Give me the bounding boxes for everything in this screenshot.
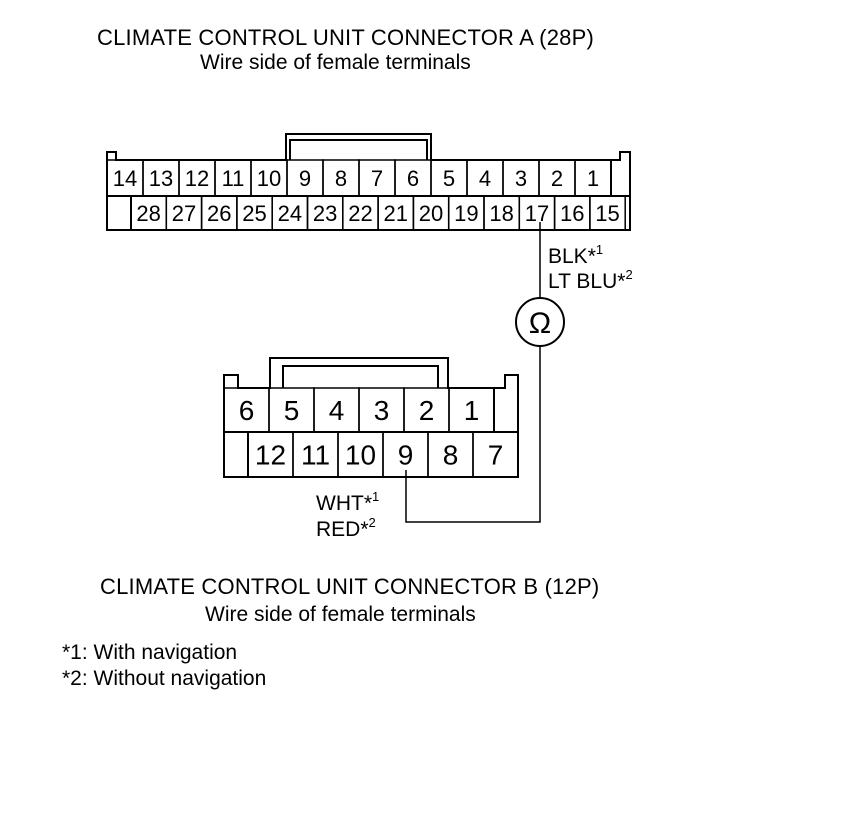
connector-b-bottom-pin-12: 12 <box>255 440 286 471</box>
probe-wires <box>405 230 541 523</box>
connector-a-bottom-pin-24: 24 <box>278 201 302 226</box>
connector-b-latch <box>282 365 439 388</box>
connector-a-bottom-pin-28: 28 <box>136 201 160 226</box>
connector-a-top-pin-5: 5 <box>443 166 455 191</box>
connector-a-bottom-pin-26: 26 <box>207 201 231 226</box>
connector-b-bottom-pin-7: 7 <box>488 440 504 471</box>
connector-a-bottom-pin-17: 17 <box>525 201 549 226</box>
connector-b-wire-label-1: WHT*1 <box>316 489 379 515</box>
connector-a-top-pin-1: 1 <box>587 166 599 191</box>
connector-a-bottom-pin-23: 23 <box>313 201 337 226</box>
connector-a-title: CLIMATE CONTROL UNIT CONNECTOR A (28P) <box>97 25 594 50</box>
connector-a-top-pin-3: 3 <box>515 166 527 191</box>
connector-b-top-pin-1: 1 <box>464 395 480 426</box>
connector-a-top-pin-11: 11 <box>222 166 245 191</box>
connector-a-bottom-pin-18: 18 <box>489 201 513 226</box>
connector-a-wire-label-1: BLK*1 <box>548 242 603 268</box>
connector-a-bottom-pin-19: 19 <box>454 201 478 226</box>
connector-a-body <box>106 133 631 231</box>
connector-a-subtitle: Wire side of female terminals <box>200 51 471 74</box>
connector-b-bottom-pin-10: 10 <box>345 440 376 471</box>
connector-b-bottom-pin-9: 9 <box>398 440 414 471</box>
connector-a-bottom-pin-27: 27 <box>172 201 196 226</box>
connector-a-top-pin-2: 2 <box>551 166 563 191</box>
probe-wire-b <box>405 346 541 523</box>
connector-b-top-pin-2: 2 <box>419 395 435 426</box>
footnote-2: *2: Without navigation <box>62 667 267 690</box>
connector-a-bottom-pin-16: 16 <box>560 201 584 226</box>
connector-b-wire-label-2: RED*2 <box>316 515 376 541</box>
connector-a-bottom-pin-21: 21 <box>384 201 408 226</box>
connector-b-bottom-cell-7 <box>472 431 519 478</box>
connector-a-bottom-pin-22: 22 <box>348 201 372 226</box>
connector-b-top-pin-4: 4 <box>329 395 345 426</box>
connector-b-title: CLIMATE CONTROL UNIT CONNECTOR B (12P) <box>100 574 600 599</box>
connector-a-top-pin-10: 10 <box>257 166 281 191</box>
connector-b-body <box>223 357 519 478</box>
connector-a-top-pin-6: 6 <box>407 166 419 191</box>
connector-a-top-pin-14: 14 <box>113 166 137 191</box>
connector-a-wire-label-2: LT BLU*2 <box>548 267 633 293</box>
ohm-symbol: Ω <box>529 307 551 340</box>
connector-b-bottom-pin-8: 8 <box>443 440 459 471</box>
connector-a-top-pin-7: 7 <box>371 166 383 191</box>
connector-b-top-pin-6: 6 <box>239 395 255 426</box>
connector-b-subtitle: Wire side of female terminals <box>205 603 476 626</box>
connector-b-bottom-pin-11: 11 <box>301 440 330 471</box>
footnote-1: *1: With navigation <box>62 641 238 664</box>
connector-a-top-pin-4: 4 <box>479 166 491 191</box>
connector-b-top-pin-5: 5 <box>284 395 300 426</box>
ohmmeter-icon: Ω <box>515 297 565 347</box>
connector-b-top-pin-3: 3 <box>374 395 390 426</box>
connector-a-top-pin-9: 9 <box>299 166 311 191</box>
connector-a-bottom-pin-25: 25 <box>242 201 266 226</box>
connector-a-bottom-cell-15 <box>589 195 626 231</box>
connector-a-latch <box>289 139 428 160</box>
connector-a-top-pin-8: 8 <box>335 166 347 191</box>
connector-a-bottom-pin-20: 20 <box>419 201 443 226</box>
connector-a-top-pin-13: 13 <box>149 166 173 191</box>
connector-a-bottom-pin-15: 15 <box>595 201 619 226</box>
connector-a-top-pin-12: 12 <box>185 166 209 191</box>
